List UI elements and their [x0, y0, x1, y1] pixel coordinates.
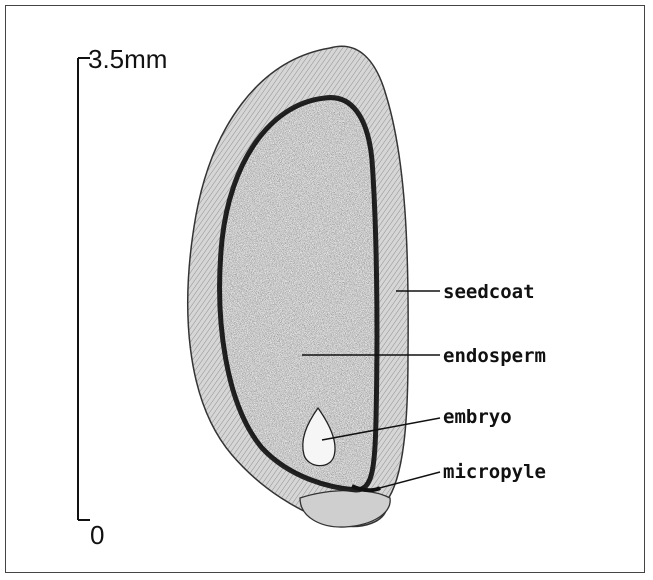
label-endosperm: endosperm — [443, 345, 546, 367]
scale-bottom-label: 0 — [90, 520, 104, 550]
label-embryo: embryo — [443, 406, 512, 428]
scale-top-label: 3.5mm — [88, 44, 167, 74]
label-micropyle: micropyle — [443, 461, 546, 483]
scale-bar: 3.5mm 0 — [78, 44, 167, 550]
label-seedcoat: seedcoat — [443, 281, 535, 303]
